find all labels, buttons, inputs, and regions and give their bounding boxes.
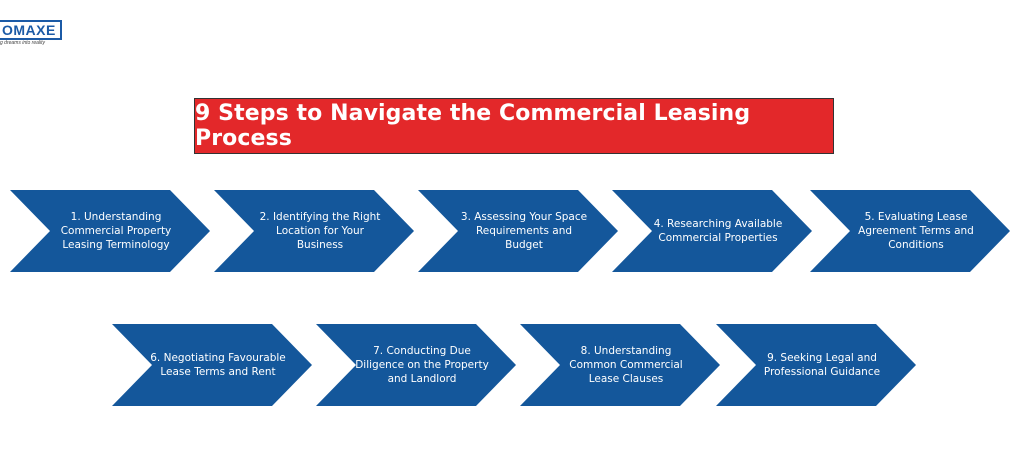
chevron-arrow-shape (418, 190, 618, 272)
step-label: 5. Evaluating Lease Agreement Terms and … (858, 211, 974, 251)
step-chevron-8: 8. Understanding Common Commercial Lease… (520, 324, 720, 406)
logo-tagline: g dreams into reality (0, 40, 46, 46)
step-label: 9. Seeking Legal and Professional Guidan… (763, 352, 881, 378)
chevron-arrow-shape (112, 324, 312, 406)
chevron-arrow-shape (214, 190, 414, 272)
step-label: 6. Negotiating Favourable Lease Terms an… (150, 352, 286, 378)
step-chevron-4: 4. Researching Available Commercial Prop… (612, 190, 812, 272)
step-chevron-6: 6. Negotiating Favourable Lease Terms an… (112, 324, 312, 406)
chevron-arrow-shape (10, 190, 210, 272)
step-chevron-3: 3. Assessing Your Space Requirements and… (418, 190, 618, 272)
chevron-arrow-shape (612, 190, 812, 272)
page-title: 9 Steps to Navigate the Commercial Leasi… (195, 101, 751, 151)
step-chevron-7: 7. Conducting Due Diligence on the Prope… (316, 324, 516, 406)
step-chevron-5: 5. Evaluating Lease Agreement Terms and … (810, 190, 1010, 272)
step-label: 7. Conducting Due Diligence on the Prope… (355, 345, 489, 385)
step-label: 1. Understanding Commercial Property Lea… (60, 211, 172, 251)
step-label: 2. Identifying the Right Location for Yo… (259, 211, 381, 251)
chevron-arrow-shape (716, 324, 916, 406)
step-label: 3. Assessing Your Space Requirements and… (460, 211, 588, 251)
chevron-arrow-shape (316, 324, 516, 406)
title-banner: 9 Steps to Navigate the Commercial Leasi… (194, 98, 834, 154)
step-label: 8. Understanding Common Commercial Lease… (569, 345, 683, 385)
step-chevron-1: 1. Understanding Commercial Property Lea… (10, 190, 210, 272)
chevron-arrow-shape (810, 190, 1010, 272)
logo-brand: OMAXE (0, 20, 62, 40)
step-label: 4. Researching Available Commercial Prop… (653, 218, 783, 244)
chevron-arrow-shape (520, 324, 720, 406)
step-chevron-2: 2. Identifying the Right Location for Yo… (214, 190, 414, 272)
step-chevron-9: 9. Seeking Legal and Professional Guidan… (716, 324, 916, 406)
